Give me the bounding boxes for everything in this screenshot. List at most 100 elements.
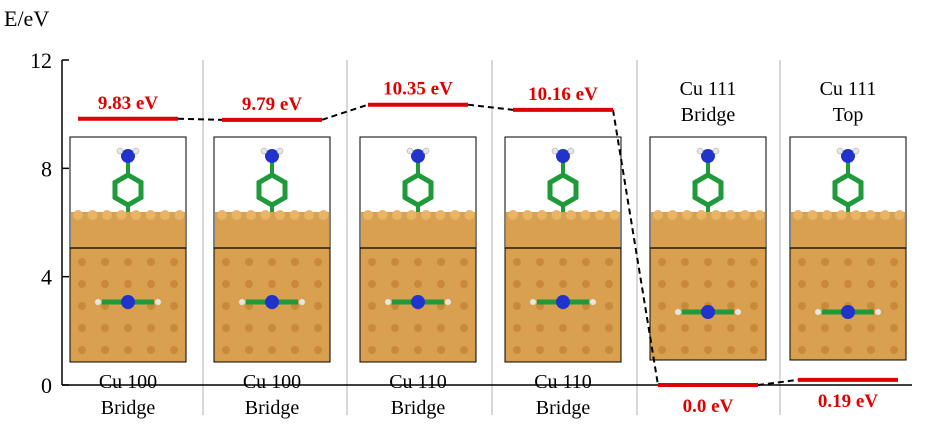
- copper-atom: [268, 346, 276, 354]
- hydrogen-atom: [696, 147, 704, 155]
- copper-atom: [798, 258, 806, 266]
- copper-atom: [391, 258, 399, 266]
- copper-atom: [406, 210, 417, 220]
- copper-atom: [681, 346, 689, 354]
- copper-atom: [460, 346, 468, 354]
- copper-atom: [222, 302, 230, 310]
- copper-atom: [87, 210, 98, 220]
- copper-atom: [508, 210, 518, 220]
- copper-atom: [890, 302, 898, 310]
- copper-atom: [536, 258, 544, 266]
- copper-atom: [681, 258, 689, 266]
- nitrogen-atom: [411, 295, 425, 309]
- nitrogen-atom: [701, 149, 715, 163]
- copper-atom: [798, 302, 806, 310]
- energy-level-label: 0.19 eV: [818, 391, 878, 412]
- copper-atom: [245, 346, 253, 354]
- copper-atom: [605, 280, 613, 288]
- copper-atom: [101, 280, 109, 288]
- copper-atom: [314, 258, 322, 266]
- copper-atom: [170, 302, 178, 310]
- copper-atom: [460, 324, 468, 332]
- nitrogen-atom: [121, 149, 135, 163]
- copper-atom: [727, 280, 735, 288]
- copper-atom: [268, 280, 276, 288]
- site-label: Bridge: [681, 104, 736, 126]
- nitrogen-atom: [265, 295, 279, 309]
- copper-atom: [658, 302, 666, 310]
- copper-atom: [170, 324, 178, 332]
- copper-atom: [291, 258, 299, 266]
- copper-atom: [124, 280, 132, 288]
- y-axis-label: E/eV: [4, 6, 49, 31]
- copper-atom: [754, 210, 765, 220]
- copper-atom: [890, 258, 898, 266]
- copper-atom: [727, 258, 735, 266]
- copper-atom: [222, 258, 230, 266]
- copper-atom: [368, 258, 376, 266]
- surface-label: Cu 111: [820, 78, 877, 100]
- hydrogen-atom: [815, 309, 821, 315]
- copper-atom: [867, 280, 875, 288]
- nitrogen-atom: [841, 305, 855, 319]
- copper-atom: [605, 324, 613, 332]
- copper-atom: [750, 324, 758, 332]
- adsorption-structure-cu111-bridge: [649, 136, 767, 361]
- copper-atom: [116, 210, 127, 220]
- surface-label: Cu 110: [389, 371, 447, 393]
- copper-atom: [536, 346, 544, 354]
- copper-atom: [582, 346, 590, 354]
- copper-atom: [268, 258, 276, 266]
- hydrogen-atom: [551, 147, 559, 155]
- copper-atom: [78, 346, 86, 354]
- copper-atom: [844, 346, 852, 354]
- copper-atom: [513, 346, 521, 354]
- hydrogen-atom: [406, 147, 414, 155]
- hydrogen-atom: [875, 309, 881, 315]
- site-label: Bridge: [391, 397, 446, 419]
- copper-atom: [414, 258, 422, 266]
- copper-atom: [681, 324, 689, 332]
- copper-atom: [836, 210, 847, 220]
- copper-atom: [559, 324, 567, 332]
- copper-atom: [890, 346, 898, 354]
- y-tick-label: 12: [30, 48, 52, 73]
- copper-atom: [890, 280, 898, 288]
- copper-atom: [147, 258, 155, 266]
- copper-atom: [658, 280, 666, 288]
- nitrogen-atom: [556, 295, 570, 309]
- copper-atom: [245, 280, 253, 288]
- energy-level-label: 9.79 eV: [242, 94, 302, 115]
- copper-atom: [798, 346, 806, 354]
- copper-atom: [566, 210, 576, 220]
- energy-level-label: 10.16 eV: [528, 84, 598, 105]
- hydrogen-atom: [567, 147, 575, 155]
- copper-atom: [73, 210, 83, 220]
- energy-level-label: 10.35 eV: [383, 79, 453, 100]
- copper-atom: [231, 210, 242, 220]
- copper-atom: [268, 324, 276, 332]
- hydrogen-atom: [530, 299, 536, 305]
- copper-atom: [582, 280, 590, 288]
- copper-atom: [605, 346, 613, 354]
- copper-atom: [559, 346, 567, 354]
- level-connector: [612, 109, 659, 386]
- copper-atom: [101, 324, 109, 332]
- copper-atom: [821, 324, 829, 332]
- level-connectors: [177, 103, 799, 386]
- copper-atom: [704, 346, 712, 354]
- nitrogen-atom: [265, 149, 279, 163]
- copper-atom: [147, 324, 155, 332]
- y-tick-label: 8: [41, 156, 52, 181]
- copper-atom: [414, 324, 422, 332]
- hydrogen-atom: [276, 147, 284, 155]
- copper-atom: [314, 346, 322, 354]
- adsorption-structure-cu100-bridge-b: [213, 136, 331, 363]
- level-connector: [321, 103, 369, 121]
- copper-atom: [821, 280, 829, 288]
- copper-atom: [653, 210, 663, 220]
- surface-label: Cu 100: [99, 371, 157, 393]
- copper-atom: [314, 324, 322, 332]
- copper-atom: [605, 258, 613, 266]
